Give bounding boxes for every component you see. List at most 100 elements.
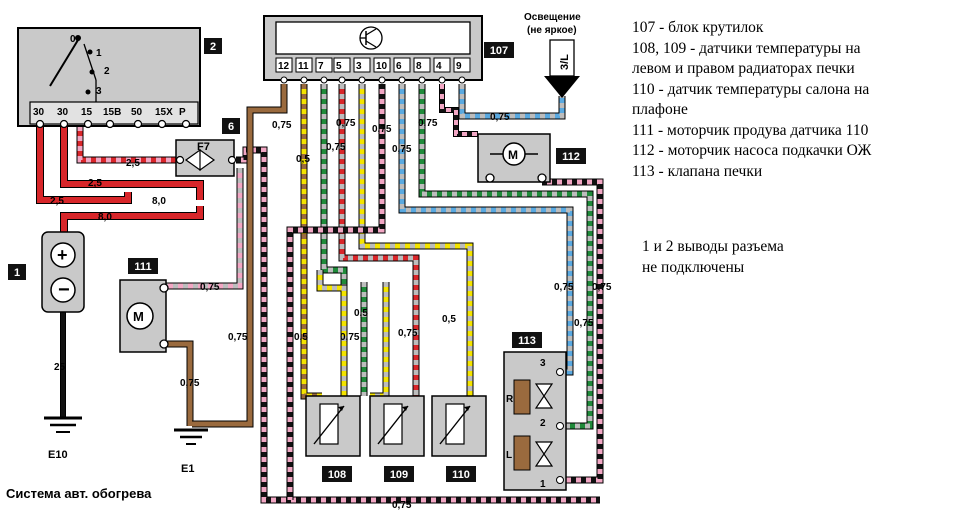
switch-pin-label: 15B	[103, 107, 121, 118]
sensor-110	[431, 395, 487, 457]
wire-pin8	[418, 84, 594, 430]
switch-pin-label: P	[179, 107, 186, 118]
svg-text:−: −	[58, 279, 70, 301]
wire-gauge-label: 0,75	[398, 328, 418, 339]
wire-gauge-label: 0,75	[326, 142, 346, 153]
switch-contact-0: 0	[70, 34, 76, 45]
connector-107-pin: 9	[456, 61, 462, 72]
connector-107-pin: 10	[376, 61, 388, 72]
ground-e10: E10	[44, 416, 82, 461]
temperature-sensors	[305, 395, 487, 457]
wire-gauge-label: 0,75	[200, 282, 220, 293]
wire-sens-109	[370, 282, 390, 400]
wire-pin5	[338, 84, 420, 396]
legend-line: 110 - датчик температуры салона на	[632, 80, 870, 98]
sensor-109	[369, 395, 425, 457]
component-badge: 1	[14, 267, 20, 279]
valve-coil-r: R	[506, 394, 514, 405]
fuse-block: F7	[175, 139, 237, 177]
switch-pin-label: 50	[131, 107, 143, 118]
wire-switch-30b	[60, 126, 204, 200]
switch-pin-label: 15	[81, 107, 93, 118]
wire-pin3	[358, 84, 474, 396]
motor-111: M	[119, 279, 169, 353]
switch-pin-label: 30	[33, 107, 45, 118]
note: 1 и 2 выводы разъема не подключены	[642, 237, 784, 278]
component-badge: 2	[210, 41, 216, 53]
wire-gauge-label: 2,5	[88, 178, 102, 189]
connector-107-pin: 12	[278, 61, 290, 72]
connector-107-pin: 5	[336, 61, 342, 72]
component-badge: 111	[134, 261, 151, 273]
connector-107-pin: 3	[356, 61, 362, 72]
wire-pin10	[286, 84, 386, 500]
wire-gauge-label: 0,75	[574, 318, 594, 329]
wire-gauge-label: 8,0	[98, 212, 112, 223]
ground-e10-label: E10	[48, 449, 68, 461]
wire-gauge-label: 0,75	[490, 112, 510, 123]
wire-gauge-label: 0,75	[228, 332, 248, 343]
switch-contact-1: 1	[96, 48, 102, 59]
ignition-switch: 0 1 2 3 30 30 15 15B 50 15X P	[17, 27, 201, 129]
wire-pin4	[439, 84, 478, 137]
wire-gauge-label: 0,75	[372, 124, 392, 135]
valve-pin-2: 2	[540, 418, 546, 429]
lighting-input: Освещение (не яркое) 3/L	[524, 12, 581, 98]
connector-107-pin: 11	[298, 61, 309, 72]
control-module-107: 12 11 7 5 3 10 6 8 4 9	[263, 15, 483, 84]
wire-switch-30	[36, 126, 132, 204]
legend-line: плафоне	[632, 101, 688, 118]
lighting-label-2: (не яркое)	[527, 25, 577, 36]
component-badge: 113	[518, 335, 536, 347]
switch-contact-2: 2	[104, 66, 110, 77]
component-badge: 107	[490, 45, 508, 57]
switch-pin-label: 30	[57, 107, 69, 118]
ground-e1: E1	[174, 428, 208, 475]
legend-line: 107 - блок крутилок	[632, 19, 764, 36]
valve-pin-3: 3	[540, 358, 546, 369]
wire-fuse-out	[236, 146, 600, 504]
valve-pin-1: 1	[540, 479, 546, 490]
component-badge: 112	[562, 151, 580, 163]
wire-gauge-label: 0,75	[392, 500, 412, 511]
note-line-1: 1 и 2 выводы разъема	[642, 238, 784, 255]
wire-112-out	[542, 178, 604, 484]
wire-gauge-label: 0,75	[340, 332, 360, 343]
legend-line: 108, 109 - датчики температуры на	[632, 39, 861, 57]
wire-gauge-label: 0,5	[354, 308, 368, 319]
component-badge: 110	[452, 469, 470, 481]
connector-107-pin: 6	[396, 61, 402, 72]
wire-gauge-label: 8,0	[152, 196, 166, 207]
svg-text:M: M	[508, 148, 518, 162]
switch-pin-label: 15X	[155, 107, 173, 118]
battery: + −	[41, 231, 85, 313]
legend-line: 112 - моторчик насоса подкачки ОЖ	[632, 142, 872, 159]
pump-motor-112: M	[477, 133, 551, 183]
switch-contact-3: 3	[96, 86, 102, 97]
wire-batt-80	[60, 206, 204, 232]
connector-107-pin: 7	[318, 61, 324, 72]
wire-gauge-label: 0,5	[294, 332, 308, 343]
wire-sens-108	[316, 270, 348, 396]
valve-coil-l: L	[506, 450, 512, 461]
heater-valve-113: R L 3 2 1	[503, 351, 567, 491]
wire-pin9	[458, 84, 566, 120]
svg-text:M: M	[133, 309, 144, 324]
sensor-108	[305, 395, 361, 457]
wire-switch-15	[76, 126, 176, 164]
wire-gauge-label: 2,5	[126, 158, 140, 169]
wire-gauge-label: 25	[54, 362, 66, 373]
wire-fuse-to-111	[166, 168, 244, 290]
connector-107-pin: 4	[436, 61, 442, 72]
wire-gauge-label: 0,75	[418, 118, 438, 129]
note-line-2: не подключены	[642, 258, 745, 276]
connector-107-pin: 8	[416, 61, 422, 72]
wires	[36, 84, 604, 504]
wire-gauge-label: 0,75	[180, 378, 200, 389]
legend-line: 113 - клапана печки	[632, 162, 763, 180]
lighting-label-1: Освещение	[524, 12, 581, 23]
wire-gauge-label: 0,5	[296, 154, 310, 165]
